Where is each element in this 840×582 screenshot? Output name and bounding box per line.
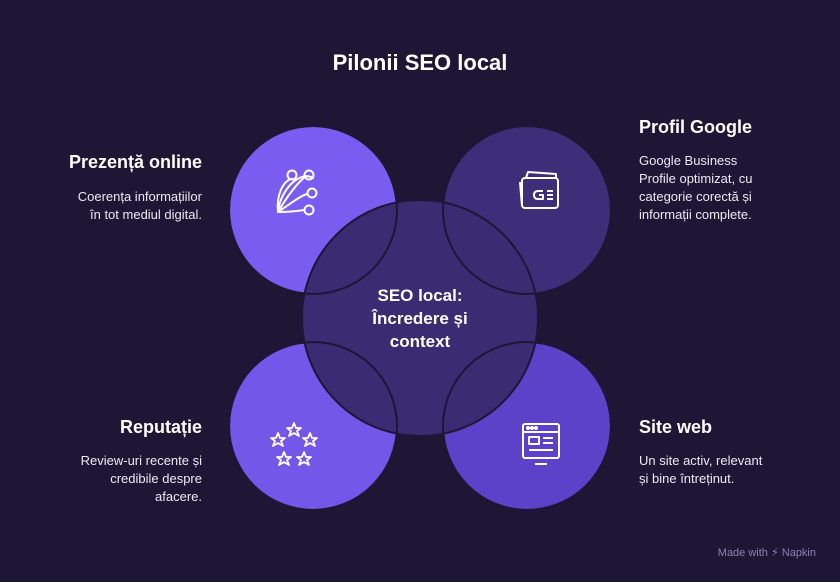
pillar-title-website: Site web	[639, 417, 713, 437]
circle-center	[301, 199, 539, 437]
center-line-3: context	[389, 332, 451, 351]
pillar-title-google-profile: Profil Google	[639, 117, 753, 137]
pillar-title-reputation: Reputație	[119, 417, 202, 437]
pillar-desc-website: Un site activ, relevant și bine întrețin…	[639, 453, 763, 486]
network-nodes-icon	[276, 169, 318, 216]
stars-icon	[270, 422, 318, 466]
pillar-title-online-presence: Prezență online	[68, 152, 202, 172]
pillar-desc-google-profile: Google Business Profile optimizat, cu ca…	[639, 153, 753, 222]
diagram-title: Pilonii SEO local	[332, 50, 508, 75]
website-icon	[522, 423, 560, 465]
google-profile-icon	[519, 171, 559, 209]
center-line-2: Încredere și	[372, 309, 468, 328]
center-label: SEO local: Încredere și context	[330, 284, 510, 353]
pillar-desc-online-presence: Coerența informațiilor în tot mediul dig…	[77, 189, 202, 222]
pillar-desc-reputation: Review-uri recente și credibile despre a…	[80, 453, 202, 504]
center-line-1: SEO local:	[377, 286, 463, 305]
napkin-credit: Made with ⚡ Napkin	[717, 547, 816, 559]
